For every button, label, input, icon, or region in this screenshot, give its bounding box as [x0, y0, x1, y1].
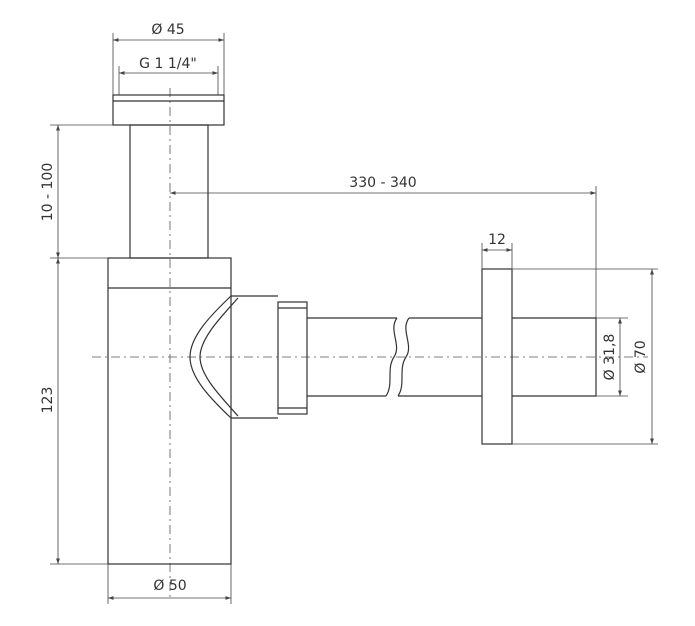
- label-body-diameter: Ø 50: [153, 578, 186, 594]
- dim-horizontal-length: 330 - 340: [170, 175, 597, 318]
- label-flange-thickness: 12: [488, 232, 506, 248]
- center-lines: [92, 88, 648, 598]
- horizontal-pipe-left: [307, 317, 397, 397]
- siphon-parts: [107, 94, 597, 565]
- elbow-outlet: [189, 295, 232, 419]
- riser-tube: [129, 124, 209, 259]
- label-thread: G 1 1/4": [139, 56, 197, 72]
- elbow-inner: [199, 297, 239, 417]
- wall-flange: [481, 268, 513, 445]
- dim-flange-diameter: Ø 70: [512, 268, 658, 445]
- dim-height-adjust: 10 - 100: [40, 124, 113, 259]
- dim-thread: G 1 1/4": [118, 56, 219, 95]
- horizontal-pipe-right: [398, 317, 482, 397]
- siphon-body: [107, 257, 232, 565]
- label-flange-diameter: Ø 70: [633, 340, 649, 373]
- top-cap: [112, 94, 225, 126]
- wall-pipe: [512, 317, 597, 397]
- pipe-break-mark-2: [397, 317, 410, 397]
- label-pipe-diameter: Ø 31,8: [602, 334, 618, 381]
- label-body-height: 123: [40, 387, 56, 414]
- pipe-break-mark: [385, 317, 398, 397]
- dim-body-height: 123: [40, 258, 108, 565]
- dim-body-diameter: Ø 50: [107, 564, 232, 604]
- dim-flange-thickness: 12: [481, 232, 513, 269]
- dim-pipe-diameter: Ø 31,8: [596, 317, 628, 397]
- label-horizontal-length: 330 - 340: [349, 175, 416, 191]
- dim-top-diameter: Ø 45: [112, 22, 225, 95]
- label-top-diameter: Ø 45: [151, 22, 184, 38]
- coupling-nut: [277, 301, 308, 415]
- label-height-adjust: 10 - 100: [40, 163, 56, 222]
